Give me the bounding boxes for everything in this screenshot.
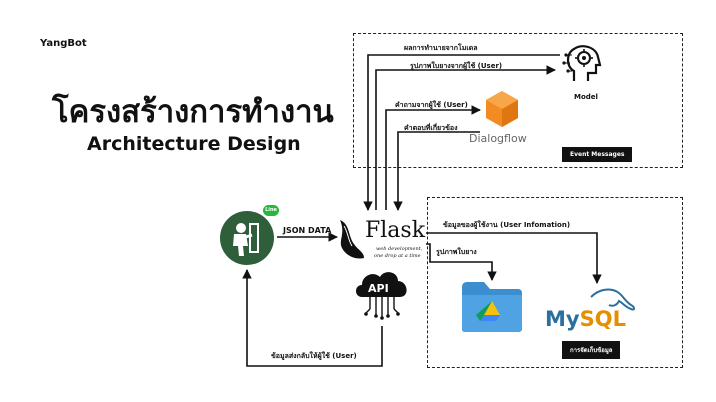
api-label: API: [368, 282, 389, 295]
api-cloud-icon: API: [352, 265, 412, 325]
line-badge-text: Line: [265, 207, 277, 213]
label-answer: คำตอบที่เกี่ยวข้อง: [404, 124, 458, 132]
mysql-word-my: My: [545, 307, 580, 331]
line-bot-icon: [219, 210, 275, 266]
label-model-prediction: ผลการทำนายจากโมเดล: [404, 44, 478, 52]
event-messages-box: [353, 33, 683, 168]
arrow-leaf-image-to-drive: [426, 243, 497, 281]
arrow-user-info-to-mysql: [426, 232, 602, 284]
title-english: Architecture Design: [87, 133, 301, 155]
arrow-answer-to-flask: [393, 131, 480, 211]
label-user-image-to-model: รูปภาพใบยางจากผู้ใช้ (User): [410, 62, 503, 70]
flask-tagline-2: one drop at a time: [374, 253, 421, 259]
brand-name: YangBot: [40, 38, 87, 49]
model-label: Model: [574, 93, 598, 101]
arrow-return-to-user: [242, 269, 383, 367]
dialogflow-icon: [484, 89, 520, 129]
flask-wordmark: Flask: [365, 218, 426, 243]
label-user-info: ข้อมูลของผู้ใช้งาน (User Infomation): [443, 221, 571, 229]
google-drive-folder-icon: [460, 281, 524, 333]
data-storage-box: [427, 197, 683, 368]
mysql-word-sql: SQL: [579, 307, 626, 331]
label-return-to-user: ข้อมูลส่งกลับให้ผู้ใช้ (User): [271, 352, 357, 360]
label-question: คำถามจากผู้ใช้ (User): [395, 101, 468, 109]
data-storage-badge: การจัดเก็บข้อมูล: [562, 341, 621, 359]
mysql-logo: MySQL: [545, 287, 641, 333]
event-messages-badge: Event Messages: [562, 147, 633, 162]
flask-tagline-1: web development,: [376, 246, 423, 252]
model-ai-head-icon: [560, 41, 604, 85]
arrow-question-to-dialogflow: [385, 105, 481, 210]
dialogflow-label: Dialogflow: [469, 132, 527, 145]
arrow-user-image-to-model: [375, 65, 556, 210]
line-badge: Line: [263, 205, 279, 216]
arrow-model-prediction: [363, 54, 560, 211]
mysql-wordmark: MySQL: [545, 307, 626, 331]
flask-logo: Flask web development, one drop at a tim…: [336, 216, 428, 262]
label-leaf-image: รูปภาพใบยาง: [436, 248, 477, 256]
title-thai: โครงสร้างการทำงาน: [52, 94, 334, 130]
label-json-data: JSON DATA: [283, 226, 332, 235]
